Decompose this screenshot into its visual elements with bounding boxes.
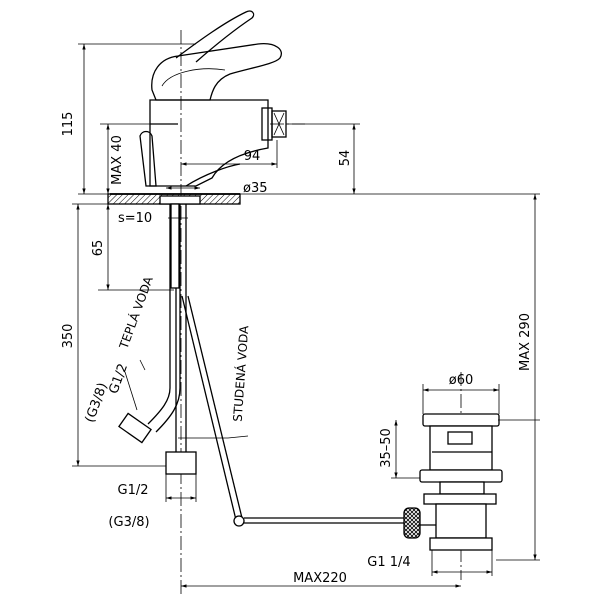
dimension-lines bbox=[76, 44, 537, 588]
dim-g1-1-4: G1 1/4 bbox=[367, 555, 410, 570]
popup-rod bbox=[181, 295, 237, 521]
dim-g1-2-bottom: G1/2 bbox=[118, 483, 149, 498]
dim-dia-60: ø60 bbox=[449, 373, 474, 388]
dim-max-40: MAX 40 bbox=[110, 135, 125, 185]
dim-dia-35: ø35 bbox=[243, 181, 268, 196]
knurled-nut bbox=[403, 507, 421, 539]
label-hot-water: TEPLÁ VODA bbox=[115, 274, 156, 352]
dim-g3-8-left: (G3/8) bbox=[83, 381, 111, 425]
supply-pipes bbox=[118, 203, 245, 527]
water-labels: TEPLÁ VODA STUDENÁ VODA bbox=[115, 274, 251, 423]
hot-connector bbox=[118, 412, 152, 444]
body-shell bbox=[149, 99, 269, 187]
drain-assembly bbox=[244, 413, 503, 551]
dim-65: 65 bbox=[91, 240, 106, 257]
lever-handle bbox=[151, 43, 282, 101]
dim-max-290: MAX 290 bbox=[518, 313, 533, 371]
dim-g3-8-bottom: (G3/8) bbox=[108, 515, 149, 530]
dim-s-10: s=10 bbox=[118, 211, 152, 226]
faucet-body bbox=[139, 10, 287, 187]
popup-knob bbox=[139, 130, 157, 187]
mounting-plate bbox=[107, 193, 241, 205]
label-cold-water: STUDENÁ VODA bbox=[230, 324, 252, 422]
dim-350: 350 bbox=[61, 324, 76, 349]
center-connector bbox=[165, 451, 197, 475]
dim-94: 94 bbox=[244, 149, 261, 164]
dim-max-220: MAX220 bbox=[293, 571, 347, 586]
dim-35-50: 35–50 bbox=[379, 428, 394, 468]
dim-54: 54 bbox=[338, 150, 353, 167]
dim-115: 115 bbox=[61, 112, 76, 137]
hot-water-pipe bbox=[147, 204, 171, 425]
